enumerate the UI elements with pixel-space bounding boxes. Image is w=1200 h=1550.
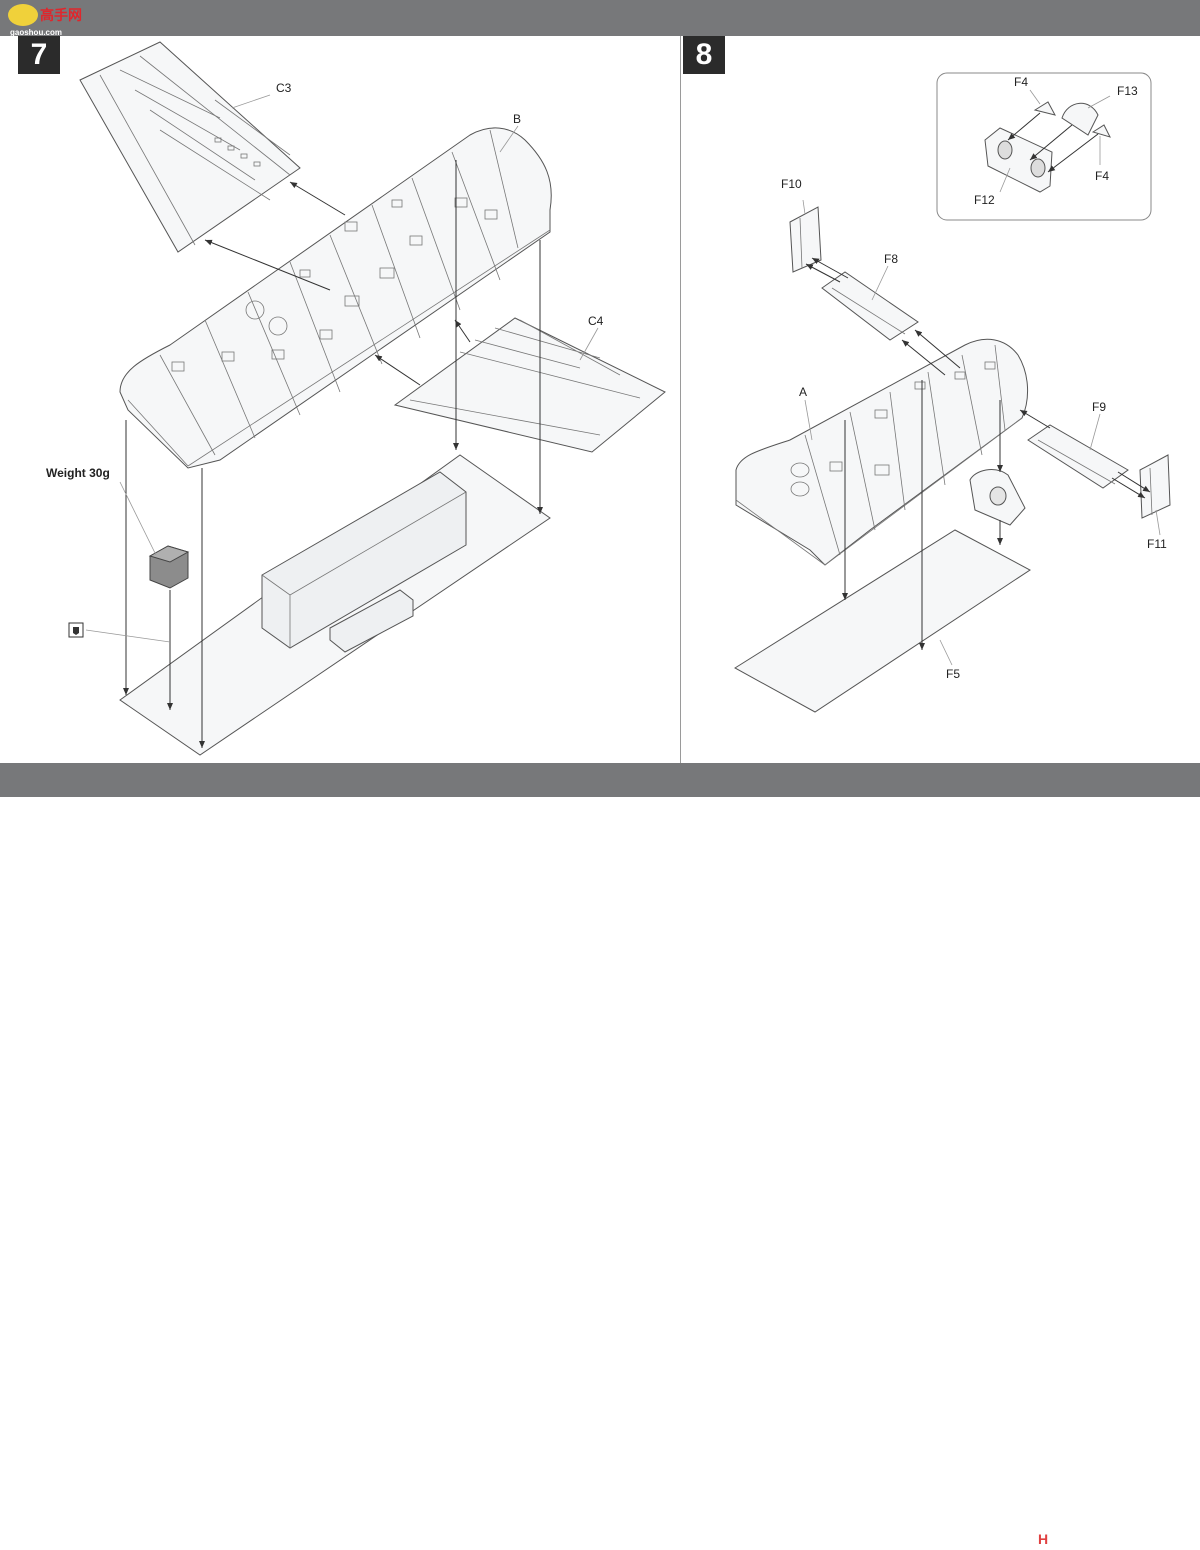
detail-inset: [936, 72, 1152, 221]
label-weight: Weight 30g: [46, 466, 110, 480]
label-a: A: [799, 385, 807, 399]
arrow-f8-to-f10-2: [811, 257, 849, 279]
hobby-search-logo: H HOBBY SEARCH: [1038, 1531, 1165, 1547]
part-f13: [1061, 102, 1099, 136]
label-f10: F10: [781, 177, 802, 191]
label-f9: F9: [1092, 400, 1106, 414]
part-f4-upper: [1033, 101, 1056, 116]
leader-b: [499, 125, 519, 153]
wing-part-c3: [79, 41, 301, 253]
arrow-roof-to-c3: [204, 239, 331, 291]
step-8-diagram: F4 F13 F12 F4: [734, 72, 1171, 713]
step-7-badge: 7: [18, 36, 60, 74]
glue-icon: [68, 622, 84, 638]
part-nose-assembly: [969, 469, 1026, 526]
label-b: B: [513, 112, 521, 126]
roof-part-a: [735, 338, 1029, 566]
label-f12: F12: [974, 193, 995, 207]
label-f5: F5: [946, 667, 960, 681]
leader-f8: [871, 265, 889, 301]
label-f13: F13: [1117, 84, 1138, 98]
part-f9: [1027, 424, 1129, 489]
page-number: 6: [599, 1529, 610, 1549]
weight-block: [148, 545, 190, 589]
label-c4: C4: [588, 314, 604, 328]
leader-weight: [119, 481, 157, 556]
arrow-f9-to-f11-2: [1117, 471, 1151, 493]
hobby-search-text: HOBBY SEARCH: [1052, 1531, 1166, 1547]
leader-a: [804, 399, 813, 441]
part-f4-lower: [1091, 124, 1111, 138]
arrow-f8-to-f10: [805, 263, 841, 283]
leader-c4: [579, 327, 599, 361]
watermark-text: 高手网: [40, 7, 82, 23]
label-f4-upper: F4: [1014, 75, 1028, 89]
part-f11: [1139, 454, 1171, 519]
leader-f5: [939, 639, 953, 666]
step-8-badge: 8: [683, 36, 725, 74]
arrow-a-to-f8-2: [914, 329, 961, 369]
wing-part-c4: [393, 317, 666, 453]
leader-c3: [231, 94, 271, 109]
leader-f9: [1089, 413, 1101, 451]
top-band: 高手网 gaoshou.com: [0, 0, 1200, 37]
leader-glue: [85, 629, 171, 643]
step-divider: [680, 36, 681, 763]
watermark-url: gaoshou.com: [10, 28, 63, 37]
label-f11: F11: [1147, 537, 1167, 551]
arrow-a-to-f8: [901, 339, 946, 376]
roof-part-b: [119, 127, 552, 469]
watermark-logo: 高手网 gaoshou.com: [8, 4, 82, 37]
arrow-b-to-c3: [289, 181, 346, 216]
hobby-search-mark: H: [1038, 1531, 1049, 1547]
assembly-diagram: C3 B C4 Weight 30g F4 F13 F12 F4: [46, 41, 1171, 756]
label-f4-lower: F4: [1095, 169, 1109, 183]
leader-f10: [802, 199, 806, 215]
arrow-c4-to-roof-2: [454, 319, 471, 343]
label-c3: C3: [276, 81, 292, 95]
arrow-c4-to-roof: [374, 354, 421, 386]
leader-f11: [1155, 509, 1161, 536]
watermark-emblem: [8, 4, 38, 26]
part-f8: [821, 271, 919, 341]
label-f8: F8: [884, 252, 898, 266]
step-7-diagram: C3 B C4 Weight 30g: [46, 41, 666, 756]
arrow-f9-to-a: [1019, 409, 1051, 429]
floor-part: [119, 454, 551, 756]
part-f10: [789, 206, 822, 273]
arrow-f9-to-f11: [1111, 477, 1146, 499]
part-f5: [734, 529, 1031, 713]
